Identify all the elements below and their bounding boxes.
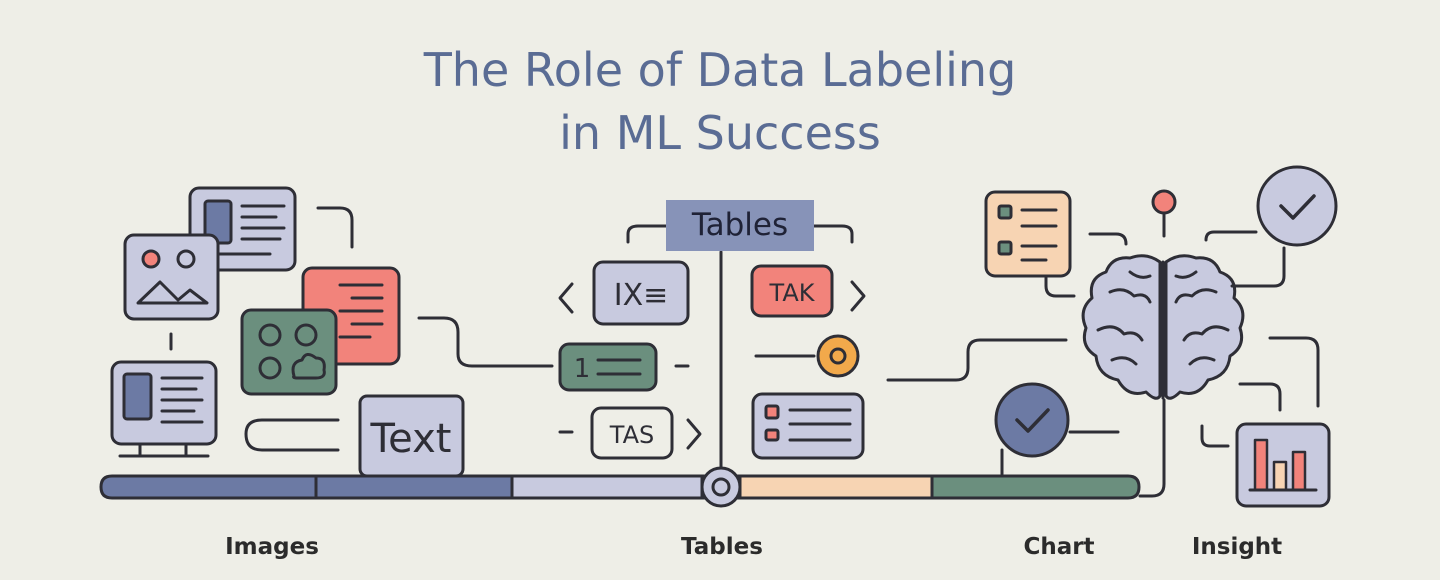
title-line-1: The Role of Data Labeling bbox=[423, 43, 1017, 97]
stage-label-images: Images bbox=[225, 534, 319, 560]
list-card-icon bbox=[751, 392, 865, 460]
connector-line bbox=[812, 224, 854, 244]
connector-line bbox=[1044, 276, 1076, 298]
brain-icon bbox=[1081, 254, 1245, 400]
check-circle-icon bbox=[994, 382, 1070, 458]
stage-label-chart: Chart bbox=[1023, 534, 1095, 560]
connector-line bbox=[1268, 336, 1320, 408]
connector-line bbox=[1138, 398, 1166, 498]
image-card-icon bbox=[123, 233, 220, 321]
connector-line bbox=[1088, 232, 1128, 246]
table-card-tas bbox=[590, 406, 674, 460]
check-badge-icon bbox=[1256, 165, 1338, 247]
checklist-card-icon bbox=[984, 190, 1072, 278]
shapes-card-icon bbox=[240, 308, 338, 396]
connector-line bbox=[1200, 424, 1230, 448]
table-card-tak-label: TAK bbox=[769, 279, 816, 307]
connector-line bbox=[417, 316, 554, 368]
connector-line bbox=[886, 338, 1068, 382]
timeline-bar bbox=[99, 474, 1141, 500]
chevron-left-icon bbox=[558, 282, 574, 314]
stage-label-insight: Insight bbox=[1191, 534, 1283, 560]
pin-icon bbox=[1151, 189, 1177, 215]
text-card-label: Text bbox=[370, 416, 452, 462]
tables-tag: Tables bbox=[666, 200, 814, 251]
connector-line bbox=[316, 206, 354, 249]
connector-line bbox=[626, 224, 668, 244]
connector-line bbox=[1230, 246, 1286, 288]
table-card-num bbox=[558, 342, 658, 392]
table-card-1 bbox=[592, 260, 690, 326]
stage-label-tables: Tables bbox=[681, 534, 763, 560]
bar-chart-icon bbox=[1235, 422, 1331, 508]
title-line-2: in ML Success bbox=[559, 106, 881, 160]
table-card-1-label: IX≡ bbox=[614, 278, 669, 313]
connector-line bbox=[1204, 230, 1258, 242]
connector-line bbox=[244, 418, 340, 452]
chevron-right-icon bbox=[850, 280, 866, 312]
table-card-num-label: 1 bbox=[574, 354, 591, 384]
connector-line bbox=[1238, 382, 1282, 412]
table-card-tak bbox=[750, 264, 834, 318]
chevron-right-icon bbox=[686, 418, 702, 450]
monitor-icon bbox=[110, 360, 218, 458]
table-card-tas-label: TAS bbox=[609, 421, 654, 449]
